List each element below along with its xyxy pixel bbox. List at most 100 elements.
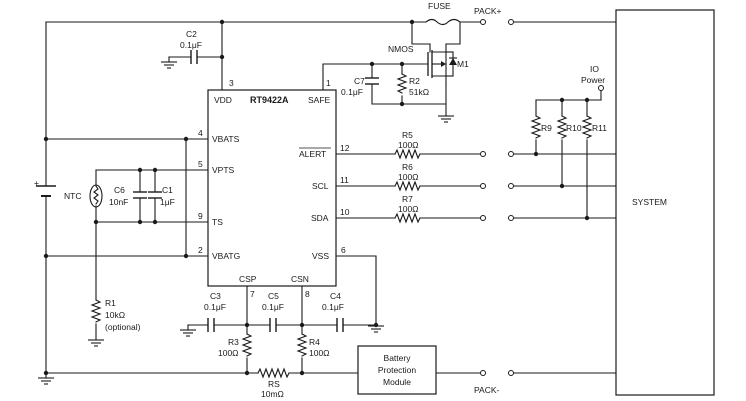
pin-num-vss: 6	[341, 245, 346, 255]
ic-rt9422a: RT9422A VDD SAFE VBATS VPTS TS VBATG ALE…	[198, 78, 350, 299]
bpm-line3: Module	[383, 377, 411, 387]
r5-value: 100Ω	[398, 140, 419, 150]
pin-num-vbats: 4	[198, 128, 203, 138]
pin-num-safe: 1	[326, 78, 331, 88]
ground-symbol-battery	[38, 377, 54, 385]
c5-ref: C5	[268, 291, 279, 301]
c6-value: 10nF	[109, 197, 128, 207]
pack-plus-label: PACK+	[474, 6, 502, 16]
nmos-type-label: NMOS	[388, 44, 414, 54]
r1-ref: R1	[105, 298, 116, 308]
r10-ref: R10	[566, 123, 582, 133]
thermistor-ntc: NTC	[64, 184, 103, 208]
pin-label-alert: ALERT	[299, 149, 326, 159]
resistor-r6: R6 100Ω	[394, 162, 421, 192]
resistor-r2: R2 51kΩ	[396, 73, 429, 97]
pin-num-vdd: 3	[229, 78, 234, 88]
r9-ref: R9	[541, 123, 552, 133]
battery-plus-sign: +	[34, 178, 39, 188]
r1-note: (optional)	[105, 322, 141, 332]
r6-ref: R6	[402, 162, 413, 172]
r1-value: 10kΩ	[105, 310, 125, 320]
resistor-r10: R10	[556, 115, 582, 139]
pin-num-alert: 12	[340, 143, 350, 153]
pin-num-sda: 10	[340, 207, 350, 217]
c3-value: 0.1μF	[204, 302, 226, 312]
c4-ref: C4	[330, 291, 341, 301]
c1-ref: C1	[162, 185, 173, 195]
capacitor-c7: C7 0.1μF	[341, 76, 379, 97]
pin-label-sda: SDA	[311, 213, 329, 223]
pin-label-vbatg: VBATG	[212, 251, 240, 261]
resistor-r4: R4 100Ω	[296, 333, 330, 358]
fuse: FUSE	[425, 1, 461, 26]
ic-name: RT9422A	[250, 95, 289, 105]
pin-label-vbats: VBATS	[212, 134, 240, 144]
r3-value: 100Ω	[218, 348, 239, 358]
pin-label-vss: VSS	[312, 251, 329, 261]
system-block: SYSTEM	[615, 9, 715, 396]
pin-num-csp: 7	[250, 289, 255, 299]
c2-value: 0.1μF	[180, 40, 202, 50]
ground-symbol-c3	[180, 324, 196, 337]
c4-value: 0.1μF	[322, 302, 344, 312]
ground-symbol-r1	[88, 339, 104, 347]
r6-value: 100Ω	[398, 172, 419, 182]
rs-ref: RS	[268, 379, 280, 389]
pin-num-vbatg: 2	[198, 245, 203, 255]
resistor-r1: R1 10kΩ (optional)	[90, 298, 141, 332]
pin-num-vpts: 5	[198, 159, 203, 169]
c5-value: 0.1μF	[262, 302, 284, 312]
pin-label-csp: CSP	[239, 274, 257, 284]
ground-symbol-c2	[161, 56, 177, 69]
r4-ref: R4	[309, 337, 320, 347]
bpm-line2: Protection	[378, 365, 417, 375]
resistor-r9: R9	[530, 115, 552, 139]
c3-ref: C3	[210, 291, 221, 301]
r5-ref: R5	[402, 130, 413, 140]
r4-value: 100Ω	[309, 348, 330, 358]
r3-ref: R3	[228, 337, 239, 347]
pin-num-csn: 8	[305, 289, 310, 299]
capacitor-c4: C4 0.1μF	[322, 291, 344, 332]
battery-protection-module: Battery Protection Module	[357, 345, 437, 395]
ground-symbol-safe	[438, 115, 454, 123]
pin-label-safe: SAFE	[308, 95, 331, 105]
rs-value: 10mΩ	[261, 389, 284, 399]
capacitor-c6: C6 10nF	[109, 185, 147, 207]
nmos-transistor-m1: NMOS M1	[388, 43, 469, 85]
c2-ref: C2	[186, 29, 197, 39]
battery-symbol: +	[34, 178, 56, 197]
m1-ref: M1	[457, 59, 469, 69]
pin-label-csn: CSN	[291, 274, 309, 284]
c7-ref: C7	[354, 76, 365, 86]
r11-ref: R11	[592, 123, 607, 133]
pin-num-ts: 9	[198, 211, 203, 221]
connector-terminals	[480, 19, 604, 376]
r2-value: 51kΩ	[409, 87, 429, 97]
capacitor-c5: C5 0.1μF	[262, 291, 284, 332]
io-power-label-line2: Power	[581, 75, 605, 85]
pin-label-scl: SCL	[312, 181, 329, 191]
fuse-label: FUSE	[428, 1, 451, 11]
pin-label-vpts: VPTS	[212, 165, 235, 175]
capacitor-c2: C2 0.1μF	[180, 29, 202, 64]
resistor-r5: R5 100Ω	[394, 130, 421, 160]
pack-minus-label: PACK-	[474, 385, 500, 395]
system-label: SYSTEM	[632, 197, 667, 207]
r7-value: 100Ω	[398, 204, 419, 214]
pin-label-ts: TS	[212, 217, 223, 227]
pin-label-vdd: VDD	[214, 95, 232, 105]
r7-ref: R7	[402, 194, 413, 204]
resistor-r11: R11	[581, 115, 607, 139]
capacitor-c1: C1 1μF	[148, 185, 175, 207]
pin-num-scl: 11	[340, 175, 349, 185]
c1-value: 1μF	[160, 197, 175, 207]
resistor-rs: RS 10mΩ	[257, 367, 290, 399]
ground-symbol-vss	[368, 325, 384, 333]
capacitor-c3: C3 0.1μF	[204, 291, 226, 332]
r2-ref: R2	[409, 76, 420, 86]
bpm-line1: Battery	[384, 353, 412, 363]
io-power-label-line1: IO	[590, 64, 599, 74]
